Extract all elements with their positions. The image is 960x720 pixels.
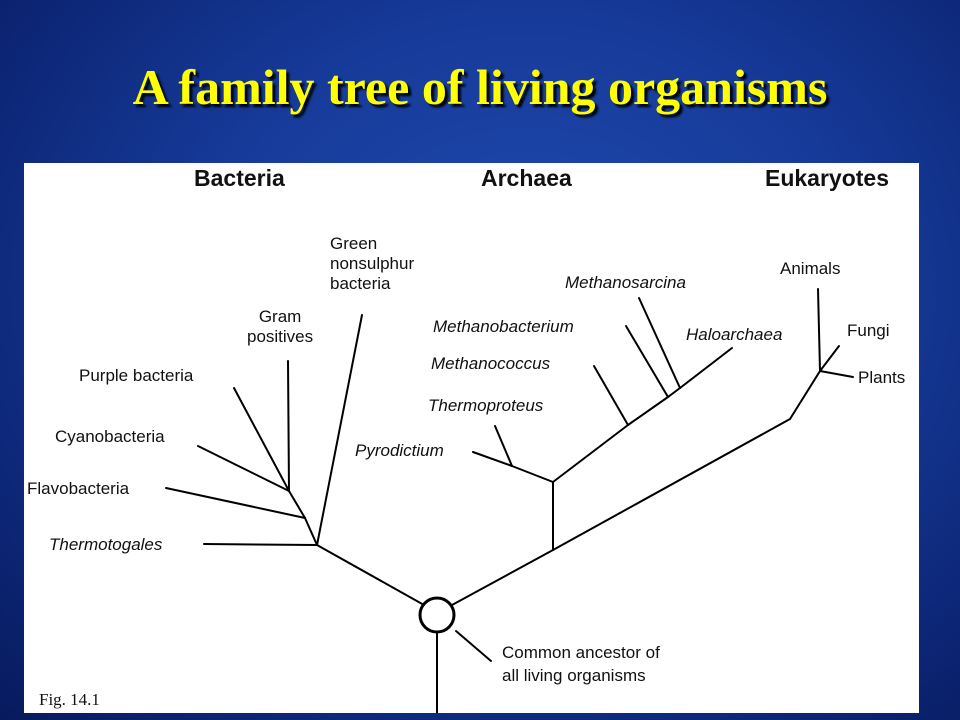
label-line: bacteria <box>330 274 391 293</box>
label-line: positives <box>247 327 314 346</box>
branch-bacteria-node <box>288 490 306 519</box>
branch-pyrodictium <box>472 451 513 467</box>
branch-gram-positives <box>287 360 290 492</box>
label-line: Green <box>330 234 378 253</box>
branch-plants <box>819 370 854 378</box>
label-pyrodictium: Pyrodictium <box>355 441 444 460</box>
branch-pyrodictium-node <box>511 465 554 483</box>
label-line: Gram <box>258 307 302 326</box>
eukaryote-main-branch <box>552 418 791 551</box>
ancestor-pointer-line <box>455 630 492 662</box>
label-gram-positives: Gram positives <box>247 307 313 347</box>
archaea-upper-branch <box>552 424 629 483</box>
tree-lines <box>165 288 854 713</box>
branch-methanococcus <box>593 365 629 426</box>
label-line: nonsulphur <box>330 254 415 273</box>
common-ancestor-circle <box>418 596 456 634</box>
branch-methanobacterium <box>625 325 669 398</box>
bacteria-main-branch <box>316 544 425 606</box>
label-line: Common ancestor of <box>502 643 660 662</box>
archaea-eukaryote-branch <box>451 549 554 606</box>
figure-label: Fig. 14.1 <box>39 690 100 709</box>
slide-title: A family tree of living organisms <box>132 59 828 115</box>
label-methanosarcina: Methanosarcina <box>565 273 686 292</box>
branch-methanosarcina <box>638 297 681 389</box>
branch-animals <box>817 288 821 372</box>
label-line: all living organisms <box>502 666 646 685</box>
label-green-nonsulphur: Green nonsulphur bacteria <box>330 234 414 294</box>
domain-archaea: Archaea <box>481 165 572 191</box>
branch-haloarchaea <box>679 347 733 389</box>
label-animals: Animals <box>780 259 841 278</box>
archaea-upper-node <box>627 396 669 426</box>
eukaryote-stem <box>789 370 821 420</box>
archaea-top-node <box>667 387 681 398</box>
label-methanobacterium: Methanobacterium <box>433 317 574 336</box>
label-thermoproteus: Thermoproteus <box>428 396 544 415</box>
branch-cyanobacteria <box>197 445 290 492</box>
label-cyanobacteria: Cyanobacteria <box>55 427 165 446</box>
branch-bacteria-inner <box>304 517 318 546</box>
label-methanococcus: Methanococcus <box>431 354 551 373</box>
domain-eukaryotes: Eukaryotes <box>765 165 890 191</box>
branch-thermotogales <box>203 543 318 546</box>
branch-fungi <box>819 345 840 372</box>
label-fungi: Fungi <box>847 321 890 340</box>
label-purple-bacteria: Purple bacteria <box>79 366 194 385</box>
domain-bacteria: Bacteria <box>194 165 285 191</box>
label-haloarchaea: Haloarchaea <box>686 325 783 344</box>
label-plants: Plants <box>858 368 906 387</box>
tree-diagram-panel: Bacteria Archaea Eukaryotes Green nonsul… <box>24 163 919 713</box>
branch-green-nonsulphur <box>316 314 363 546</box>
label-thermotogales: Thermotogales <box>49 535 163 554</box>
label-common-ancestor: Common ancestor of all living organisms <box>502 641 660 687</box>
branch-flavobacteria <box>165 487 306 519</box>
branch-thermoproteus <box>494 425 513 467</box>
branch-purple-bacteria <box>233 387 290 492</box>
label-flavobacteria: Flavobacteria <box>27 479 130 498</box>
